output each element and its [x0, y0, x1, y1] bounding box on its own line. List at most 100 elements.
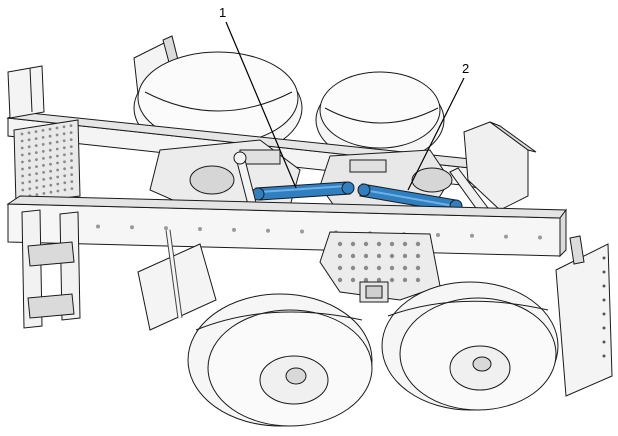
perforation-hole	[34, 144, 38, 148]
perforation-hole	[363, 241, 369, 247]
perforation-hole	[337, 253, 343, 259]
perforation-hole	[49, 183, 53, 187]
perforation-hole	[415, 253, 421, 259]
perforation-hole	[602, 340, 606, 344]
perforation-hole	[34, 137, 38, 141]
perforation-hole	[232, 227, 236, 232]
perforation-hole	[55, 140, 59, 144]
perforation-hole	[42, 157, 45, 160]
perforation-hole	[538, 235, 542, 240]
perforation-hole	[504, 234, 508, 239]
perforation-hole	[350, 241, 356, 247]
perforation-hole	[34, 130, 38, 134]
perforation-hole	[28, 180, 32, 184]
perforation-hole	[70, 187, 74, 191]
perforation-hole	[41, 129, 45, 132]
perforation-hole	[63, 153, 66, 157]
rear-wheel-upper-right	[315, 71, 445, 163]
perforation-hole	[62, 132, 66, 136]
perforation-hole	[376, 277, 382, 283]
perforation-hole	[376, 265, 382, 271]
perforation-hole	[34, 151, 38, 155]
perforation-hole	[28, 187, 32, 191]
perforation-hole	[63, 167, 66, 171]
perforation-hole	[56, 189, 60, 193]
perforation-hole	[337, 277, 343, 283]
front-mudflap-left	[137, 229, 217, 331]
perforation-hole	[337, 265, 343, 271]
perforation-hole	[415, 277, 421, 283]
perforation-hole	[41, 143, 45, 146]
perforation-hole	[402, 277, 408, 283]
perforation-hole	[21, 188, 25, 192]
axle-hub	[359, 281, 389, 303]
torque-rod-1	[251, 181, 355, 201]
perforation-hole	[41, 150, 45, 153]
perforation-hole	[96, 224, 100, 229]
perforation-hole	[350, 265, 356, 271]
perforation-hole	[55, 147, 59, 151]
perforation-hole	[63, 181, 67, 185]
step-plate	[13, 119, 81, 205]
front-mudflap-right	[555, 235, 613, 397]
perforation-hole	[69, 124, 73, 127]
perforation-hole	[21, 160, 24, 164]
perforation-hole	[28, 173, 31, 177]
perforation-hole	[376, 241, 382, 247]
perforation-hole	[415, 241, 421, 247]
perforation-hole	[21, 181, 25, 185]
callout-1-leader	[225, 21, 297, 189]
perforation-hole	[70, 180, 74, 184]
perforation-hole	[20, 139, 24, 143]
perforation-hole	[363, 277, 369, 283]
perforation-hole	[415, 265, 421, 271]
perforation-hole	[35, 165, 38, 169]
front-wheel-right	[381, 281, 559, 411]
perforation-hole	[266, 228, 270, 233]
perforation-hole	[62, 139, 66, 143]
perforation-hole	[35, 172, 38, 176]
perforation-hole	[69, 138, 73, 142]
perforation-hole	[376, 253, 382, 259]
perforation-hole	[35, 179, 39, 183]
callout-2-label: 2	[462, 61, 469, 76]
cab-mount-post	[7, 65, 45, 119]
perforation-hole	[70, 159, 73, 163]
perforation-hole	[55, 126, 59, 130]
perforation-hole	[389, 277, 395, 283]
perforation-hole	[602, 354, 606, 358]
perforation-hole	[363, 253, 369, 259]
perforation-hole	[20, 153, 24, 157]
perforation-hole	[27, 138, 31, 142]
perforation-hole	[35, 186, 39, 190]
perforation-hole	[402, 241, 408, 247]
perforation-hole	[69, 131, 73, 135]
perforation-hole	[49, 162, 52, 166]
perforation-hole	[42, 164, 45, 167]
perforation-hole	[48, 141, 52, 145]
perforation-hole	[470, 233, 474, 238]
perforation-hole	[62, 146, 66, 150]
perforation-hole	[35, 158, 38, 162]
callout-2-leader	[407, 77, 465, 191]
perforation-hole	[42, 171, 45, 174]
perforation-hole	[389, 265, 395, 271]
perforation-hole	[389, 253, 395, 259]
perforation-hole	[49, 176, 53, 180]
perforation-hole	[35, 193, 39, 197]
perforation-hole	[70, 166, 73, 170]
perforation-hole	[56, 168, 59, 172]
perforation-hole	[63, 174, 67, 178]
perforation-hole	[350, 253, 356, 259]
perforation-hole	[42, 192, 46, 195]
perforation-hole	[70, 173, 74, 177]
perforation-hole	[56, 154, 59, 158]
perforation-hole	[55, 133, 59, 137]
perforation-hole	[49, 155, 52, 159]
perforation-hole	[49, 190, 53, 194]
perforation-hole	[389, 241, 395, 247]
perforation-hole	[363, 265, 369, 271]
perforation-hole	[27, 152, 31, 156]
perforation-hole	[48, 127, 52, 131]
callout-1-label: 1	[219, 5, 226, 20]
